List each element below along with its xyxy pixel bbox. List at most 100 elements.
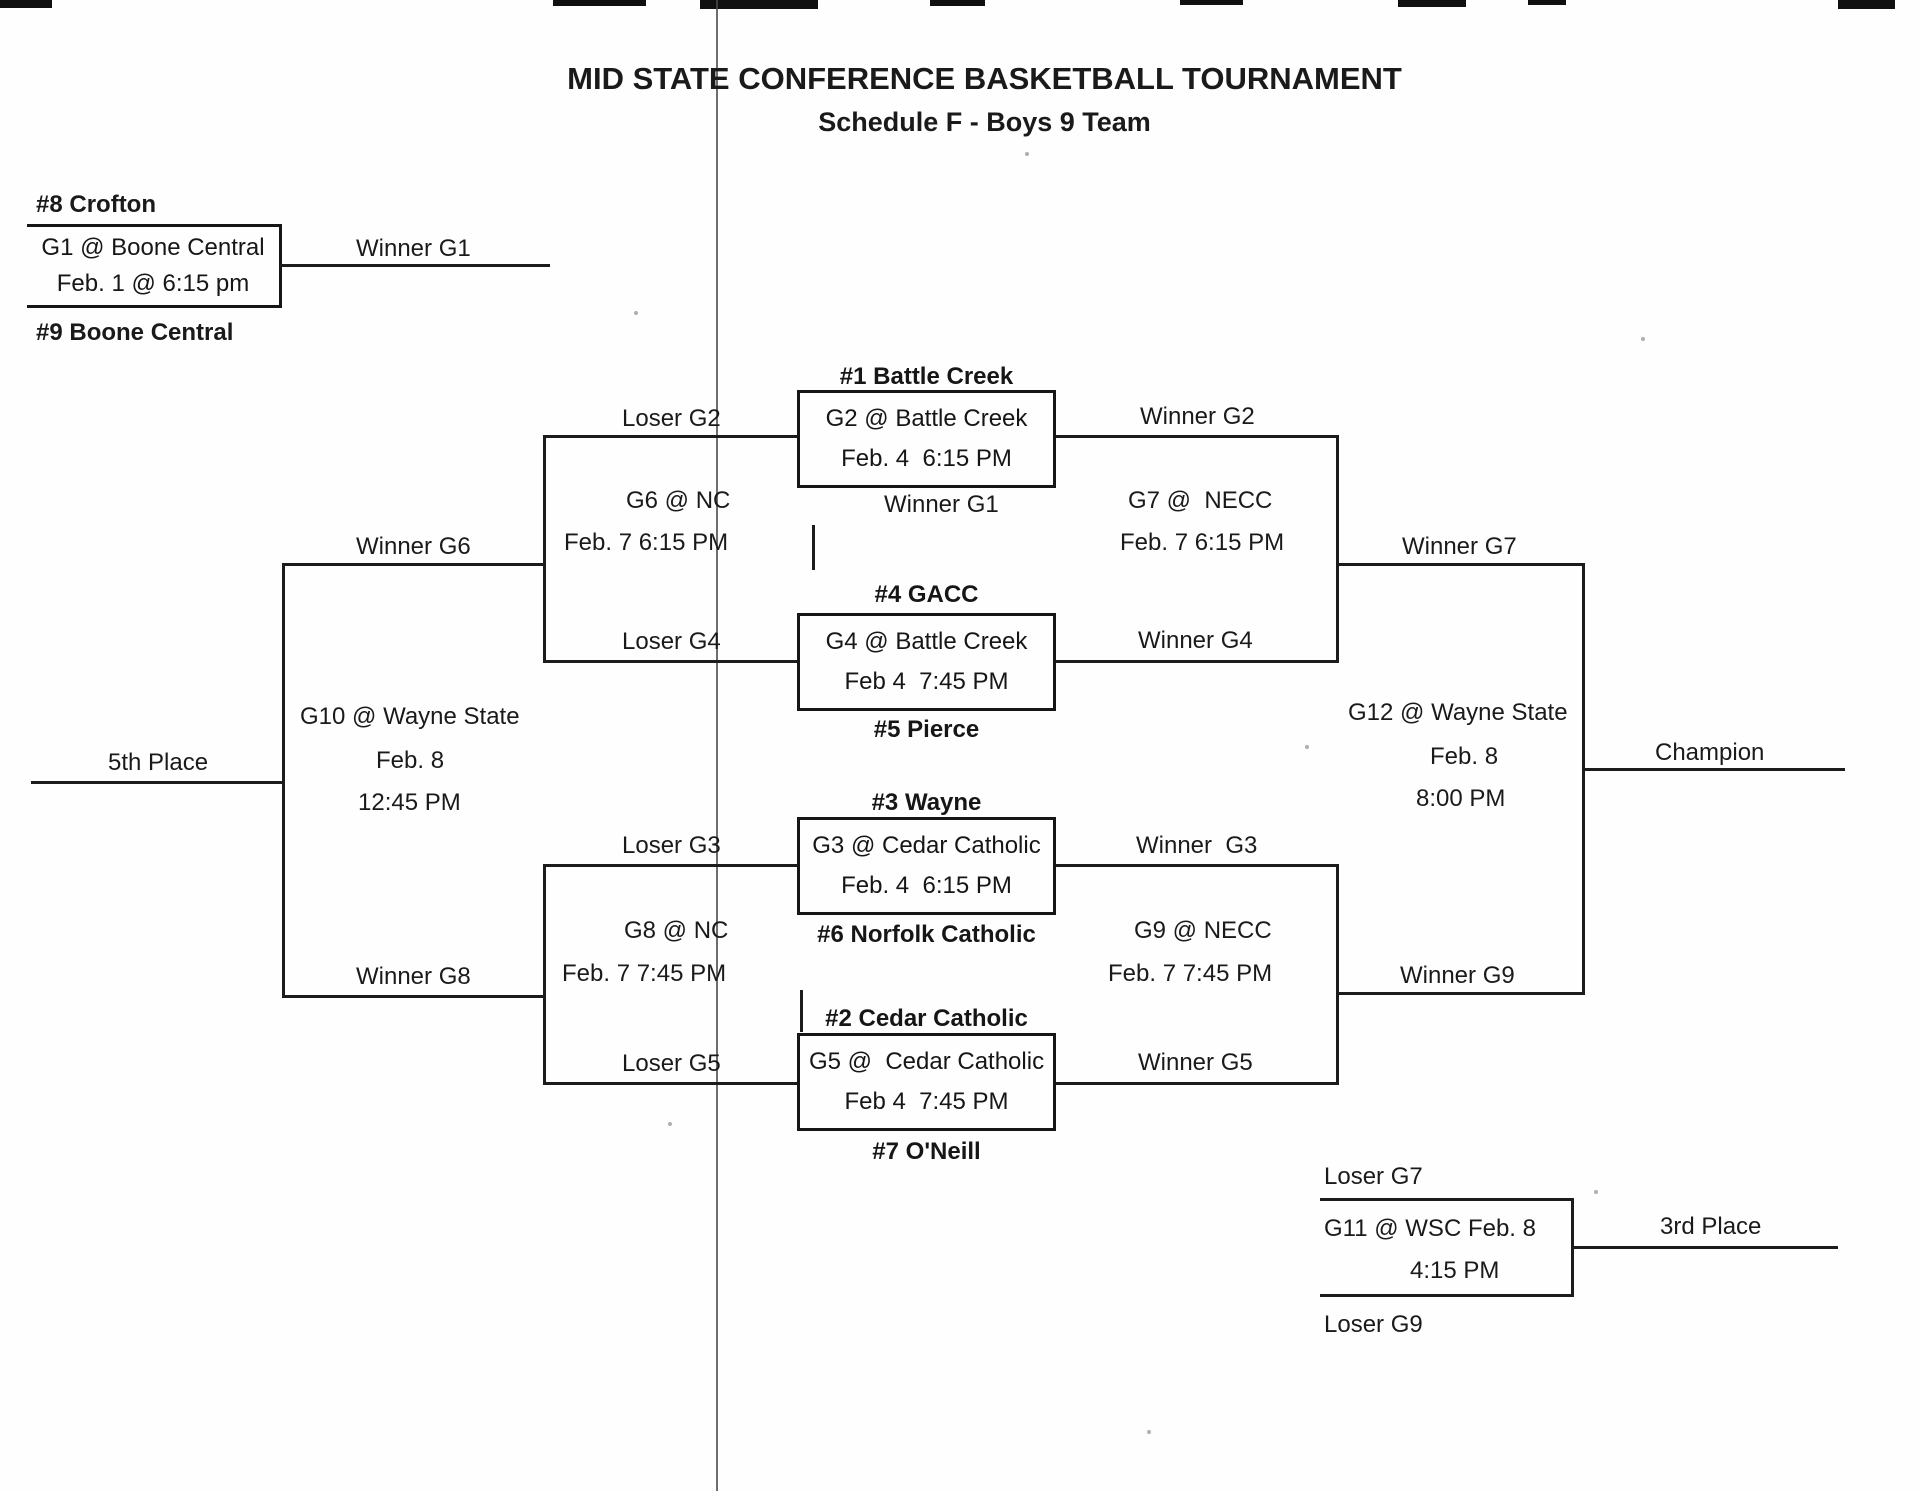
- winner-g1-feed-label: Winner G1: [884, 491, 999, 518]
- winner-g9-line: [1336, 992, 1585, 995]
- seed-4-gacc: #4 GACC: [874, 581, 979, 608]
- g10-date: Feb. 8: [376, 747, 445, 774]
- g12-time: 8:00 PM: [1416, 785, 1506, 812]
- loser-g4-line: [543, 660, 797, 663]
- scan-speck: [1147, 1430, 1151, 1434]
- g11-time: 4:15 PM: [1410, 1257, 1500, 1284]
- game-box-g5: G5 @ Cedar Catholic Feb 4 7:45 PM: [797, 1033, 1056, 1131]
- g5-datetime: Feb 4 7:45 PM: [844, 1088, 1009, 1115]
- g6-matchup: G6 @ NC: [626, 487, 731, 514]
- scan-artifact: [0, 0, 52, 8]
- loser-g5-line: [543, 1082, 797, 1085]
- g1-matchup: G1 @ Boone Central: [41, 234, 265, 262]
- page-subtitle: Schedule F - Boys 9 Team: [818, 107, 1151, 137]
- champion-label: Champion: [1655, 739, 1765, 766]
- seed-9-boone-central: #9 Boone Central: [36, 319, 234, 346]
- g8-matchup: G8 @ NC: [624, 917, 729, 944]
- scan-speck: [1641, 337, 1645, 341]
- winner-g5-line: [1056, 1082, 1339, 1085]
- winner-g8-line: [282, 995, 546, 998]
- g5-matchup: G5 @ Cedar Catholic: [808, 1048, 1045, 1075]
- seed-7-oneill: #7 O'Neill: [872, 1138, 981, 1165]
- game-box-g1: G1 @ Boone Central Feb. 1 @ 6:15 pm: [27, 224, 282, 308]
- scan-artifact: [1528, 0, 1566, 5]
- page-title: MID STATE CONFERENCE BASKETBALL TOURNAME…: [567, 61, 1402, 96]
- loser-g3-label: Loser G3: [622, 832, 721, 859]
- winner-g4-line: [1056, 660, 1339, 663]
- scan-artifact: [1398, 0, 1466, 7]
- loser-g7-label: Loser G7: [1324, 1163, 1423, 1190]
- g10-matchup: G10 @ Wayne State: [300, 703, 520, 730]
- seed-1-battle-creek: #1 Battle Creek: [839, 363, 1014, 390]
- g2-matchup: G2 @ Battle Creek: [825, 405, 1028, 432]
- loser-g9-label: Loser G9: [1324, 1311, 1423, 1338]
- winner-g1-feed-tick: [812, 525, 815, 570]
- scan-speck: [668, 1122, 672, 1126]
- winner-g7-line: [1336, 563, 1585, 566]
- g9-bracket-vertical: [1336, 864, 1339, 1085]
- g6-datetime: Feb. 7 6:15 PM: [564, 529, 729, 556]
- g12-matchup: G12 @ Wayne State: [1348, 699, 1568, 726]
- g9-matchup: G9 @ NECC: [1134, 917, 1272, 944]
- winner-g1-line: [280, 264, 550, 267]
- winner-g2-label: Winner G2: [1140, 403, 1255, 430]
- game-box-g4: G4 @ Battle Creek Feb 4 7:45 PM: [797, 613, 1056, 711]
- g1-datetime: Feb. 1 @ 6:15 pm: [56, 269, 250, 297]
- g3-datetime: Feb. 4 6:15 PM: [841, 872, 1012, 899]
- game-box-g3: G3 @ Cedar Catholic Feb. 4 6:15 PM: [797, 817, 1056, 915]
- scan-speck: [1305, 745, 1309, 749]
- g7-datetime: Feb. 7 6:15 PM: [1120, 529, 1285, 556]
- g6-bracket-vertical: [543, 435, 546, 663]
- g4-datetime: Feb 4 7:45 PM: [844, 668, 1009, 695]
- g3-matchup: G3 @ Cedar Catholic: [812, 832, 1041, 859]
- g7-bracket-vertical: [1336, 435, 1339, 663]
- winner-g7-label: Winner G7: [1402, 533, 1517, 560]
- scan-speck: [1025, 152, 1029, 156]
- champion-line: [1582, 768, 1845, 771]
- winner-g9-label: Winner G9: [1400, 962, 1515, 989]
- g8-datetime: Feb. 7 7:45 PM: [562, 960, 727, 987]
- loser-g2-label: Loser G2: [622, 405, 721, 432]
- g2-datetime: Feb. 4 6:15 PM: [841, 445, 1012, 472]
- scan-artifact: [700, 0, 818, 9]
- championship-bracket-vertical: [1582, 563, 1585, 995]
- g8-bracket-vertical: [543, 864, 546, 1085]
- seed-6-norfolk-catholic: #6 Norfolk Catholic: [817, 921, 1036, 948]
- scan-artifact: [1838, 0, 1895, 9]
- winner-feed-tick-lower: [800, 990, 803, 1032]
- g11-top-line: [1320, 1198, 1574, 1201]
- scan-speck: [1594, 1190, 1598, 1194]
- winner-g2-line: [1056, 435, 1339, 438]
- winner-g6-line: [282, 563, 546, 566]
- fifth-place-line: [31, 781, 285, 784]
- loser-g5-label: Loser G5: [622, 1050, 721, 1077]
- g10-bracket-vertical: [282, 563, 285, 998]
- loser-g2-line: [543, 435, 797, 438]
- winner-g8-label: Winner G8: [356, 963, 471, 990]
- game-box-g2: G2 @ Battle Creek Feb. 4 6:15 PM: [797, 390, 1056, 488]
- scan-speck: [634, 311, 638, 315]
- loser-g3-line: [543, 864, 797, 867]
- g11-matchup: G11 @ WSC Feb. 8: [1324, 1215, 1536, 1242]
- scan-artifact: [930, 0, 985, 6]
- page-fold-line: [716, 0, 718, 1491]
- winner-g4-label: Winner G4: [1138, 627, 1253, 654]
- seed-3-wayne: #3 Wayne: [871, 789, 982, 816]
- g12-date: Feb. 8: [1430, 743, 1499, 770]
- scan-artifact: [553, 0, 646, 6]
- winner-g3-line: [1056, 864, 1339, 867]
- g11-bottom-line: [1320, 1294, 1574, 1297]
- seed-2-cedar-catholic: #2 Cedar Catholic: [825, 1005, 1028, 1032]
- winner-g3-label: Winner G3: [1136, 832, 1258, 859]
- g4-matchup: G4 @ Battle Creek: [825, 628, 1028, 655]
- g9-datetime: Feb. 7 7:45 PM: [1108, 960, 1273, 987]
- winner-g1-label: Winner G1: [356, 235, 471, 262]
- scan-artifact: [1180, 0, 1243, 5]
- winner-g6-label: Winner G6: [356, 533, 471, 560]
- seed-8-crofton: #8 Crofton: [36, 191, 156, 218]
- third-place-line: [1571, 1246, 1838, 1249]
- loser-g4-label: Loser G4: [622, 628, 721, 655]
- third-place-label: 3rd Place: [1660, 1213, 1762, 1240]
- seed-5-pierce: #5 Pierce: [873, 716, 980, 743]
